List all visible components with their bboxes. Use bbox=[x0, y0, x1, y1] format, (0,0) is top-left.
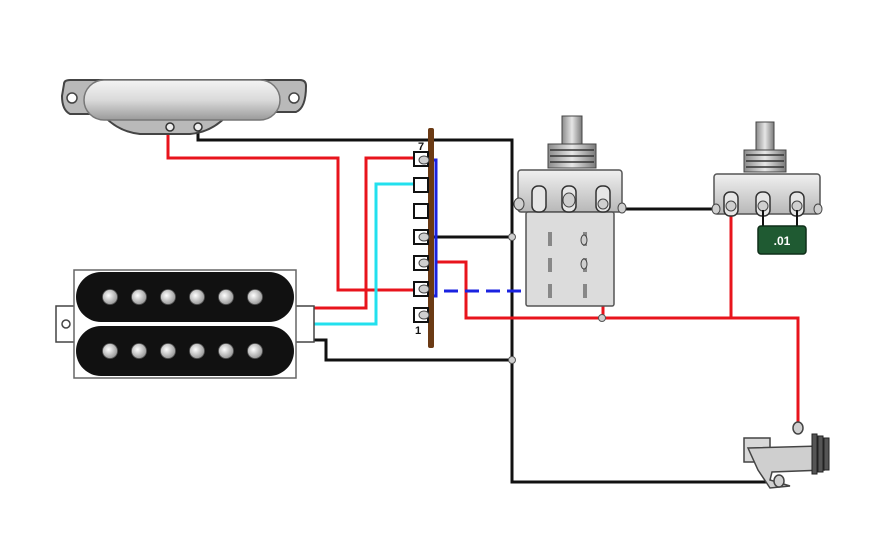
push-pull-switch-body bbox=[525, 211, 615, 307]
push-pull-pot bbox=[513, 115, 627, 307]
wire-humbucker-ground bbox=[300, 338, 512, 362]
jack-threads bbox=[811, 433, 830, 475]
humbucker-mount-hole-left bbox=[61, 319, 71, 329]
single-coil-cover bbox=[83, 79, 281, 121]
single-coil-mount-hole-left bbox=[66, 92, 78, 104]
switch-label-bottom: 1 bbox=[415, 325, 421, 337]
pot-shaft bbox=[755, 121, 775, 153]
switch-terminal-5 bbox=[413, 203, 429, 219]
humbucker-pole-pieces bbox=[102, 289, 263, 359]
switch-terminal-6 bbox=[413, 177, 429, 193]
push-pull-pot-shaft bbox=[561, 115, 583, 147]
wire-humbucker-cyan bbox=[282, 182, 418, 326]
red-hot-wires bbox=[166, 128, 800, 426]
capacitor: .01 bbox=[757, 225, 807, 255]
standard-pot bbox=[711, 121, 823, 230]
wire-single-coil-ground bbox=[196, 128, 778, 484]
push-pull-pot-nut-threads bbox=[550, 149, 594, 163]
junction-red-bus bbox=[598, 314, 606, 322]
switch-label-top: 7 bbox=[418, 141, 424, 153]
single-coil-terminal-ground bbox=[193, 122, 203, 132]
pot-nut-threads bbox=[746, 154, 784, 168]
pot-solder-joints bbox=[711, 200, 823, 215]
push-pull-solder-joints bbox=[513, 192, 627, 270]
jack-tip-lug bbox=[792, 421, 804, 435]
single-coil-pickup bbox=[60, 79, 308, 135]
single-coil-terminal-hot bbox=[165, 122, 175, 132]
seven-terminal-switch: 7 1 bbox=[413, 128, 434, 348]
cyan-coil-wires bbox=[282, 182, 418, 326]
jack-sleeve-lug bbox=[773, 474, 785, 488]
humbucker-coil-top bbox=[76, 272, 294, 322]
wire-single-coil-hot bbox=[166, 128, 420, 292]
capacitor-body bbox=[757, 225, 807, 255]
wire-humbucker-red bbox=[296, 156, 418, 310]
capacitor-label: .01 bbox=[774, 234, 791, 248]
humbucker-pickup bbox=[55, 269, 315, 379]
switch-body bbox=[428, 128, 434, 348]
wire-switch-to-tone-bus bbox=[436, 260, 800, 426]
junction-ground-mid bbox=[508, 356, 516, 364]
output-jack bbox=[743, 421, 830, 489]
switch-solder-joints bbox=[418, 155, 430, 320]
junction-ground-top bbox=[508, 233, 516, 241]
humbucker-coil-bottom bbox=[76, 326, 294, 376]
single-coil-mount-hole-right bbox=[288, 92, 300, 104]
